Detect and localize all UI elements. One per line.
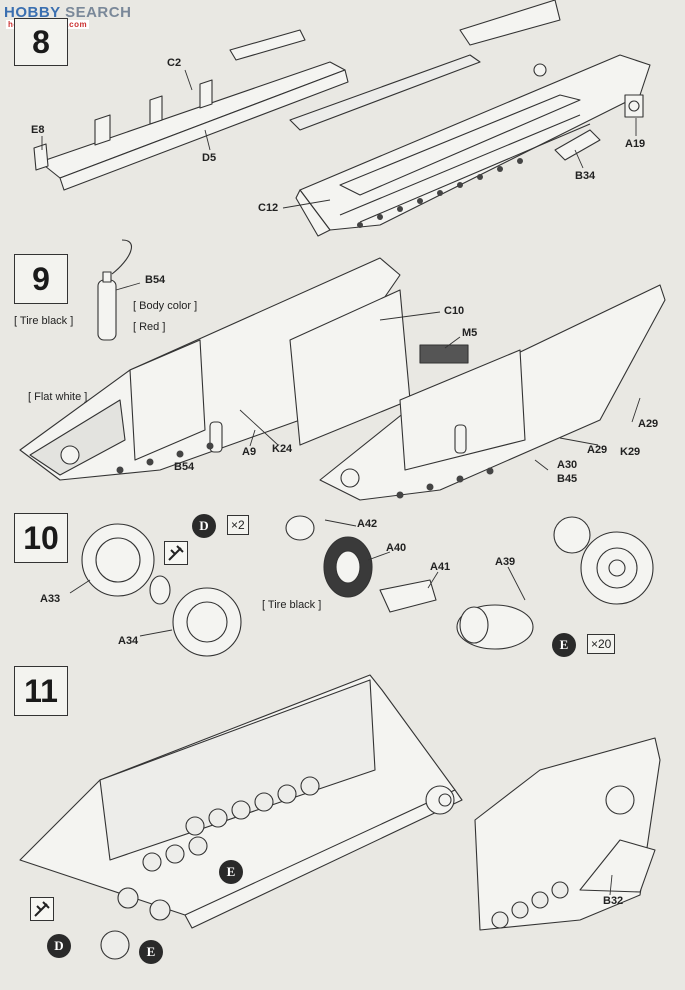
step-8-box: 8 (14, 18, 68, 66)
part-label: A40 (386, 542, 407, 554)
step-9-box: 9 (14, 254, 68, 304)
part-label: A41 (430, 561, 451, 573)
part-label: A29 (587, 444, 608, 456)
part-label: A39 (495, 556, 516, 568)
decal-e-disc: E (219, 860, 243, 884)
idler-wheel-illustration (456, 516, 654, 650)
step-11-number: 11 (24, 672, 58, 709)
part-label: A33 (40, 593, 61, 605)
part-label: C2 (167, 57, 182, 69)
part-label: D5 (202, 152, 217, 164)
part-label: C10 (444, 305, 465, 317)
paint-note: [ Body color ] (133, 300, 198, 312)
hull-side-panel-illustration (33, 29, 349, 191)
decal-e-disc: E (552, 633, 576, 657)
hull-lower-illustration (289, 0, 651, 237)
paint-note: [ Tire black ] (14, 315, 74, 327)
step-11-box: 11 (14, 666, 68, 716)
part-label: C12 (258, 202, 279, 214)
part-label: A29 (638, 418, 659, 430)
hull-with-extinguisher-illustration (19, 239, 411, 481)
part-label: B54 (174, 461, 195, 473)
quantity-badge: ×2 (227, 515, 249, 535)
sprocket-illustration (81, 523, 242, 657)
part-label: A34 (118, 635, 139, 647)
part-label: B45 (557, 473, 578, 485)
hull-final-illustration (474, 737, 661, 931)
part-label: E8 (31, 124, 45, 136)
cement-icon (164, 541, 188, 565)
watermark-brand-suffix: SEARCH (60, 4, 132, 21)
part-label: A19 (625, 138, 646, 150)
step-8-number: 8 (32, 23, 50, 60)
paint-note: [ Tire black ] (262, 599, 322, 611)
watermark-brand: HOBBY (4, 4, 61, 21)
paint-note: [ Flat white ] (28, 391, 88, 403)
part-label: M5 (462, 327, 478, 339)
part-label: B32 (603, 895, 624, 907)
cement-icon (30, 897, 54, 921)
decal-d-disc: D (47, 934, 71, 958)
part-label: A42 (357, 518, 378, 530)
part-label: K24 (272, 443, 293, 455)
step-10-number: 10 (23, 519, 59, 556)
part-label: B34 (575, 170, 596, 182)
hull-assembled-illustration (319, 284, 666, 501)
decal-e-disc: E (139, 940, 163, 964)
part-label: K29 (620, 446, 641, 458)
part-label: A9 (242, 446, 257, 458)
paint-note: [ Red ] (133, 321, 166, 333)
step-10-box: 10 (14, 513, 68, 563)
part-label: A30 (557, 459, 578, 471)
step-9-number: 9 (32, 260, 50, 297)
hull-running-gear-illustration (19, 674, 463, 929)
decal-d-disc: D (192, 514, 216, 538)
quantity-badge: ×20 (587, 634, 616, 654)
part-label: B54 (145, 274, 166, 286)
road-wheel-illustration (285, 515, 437, 613)
